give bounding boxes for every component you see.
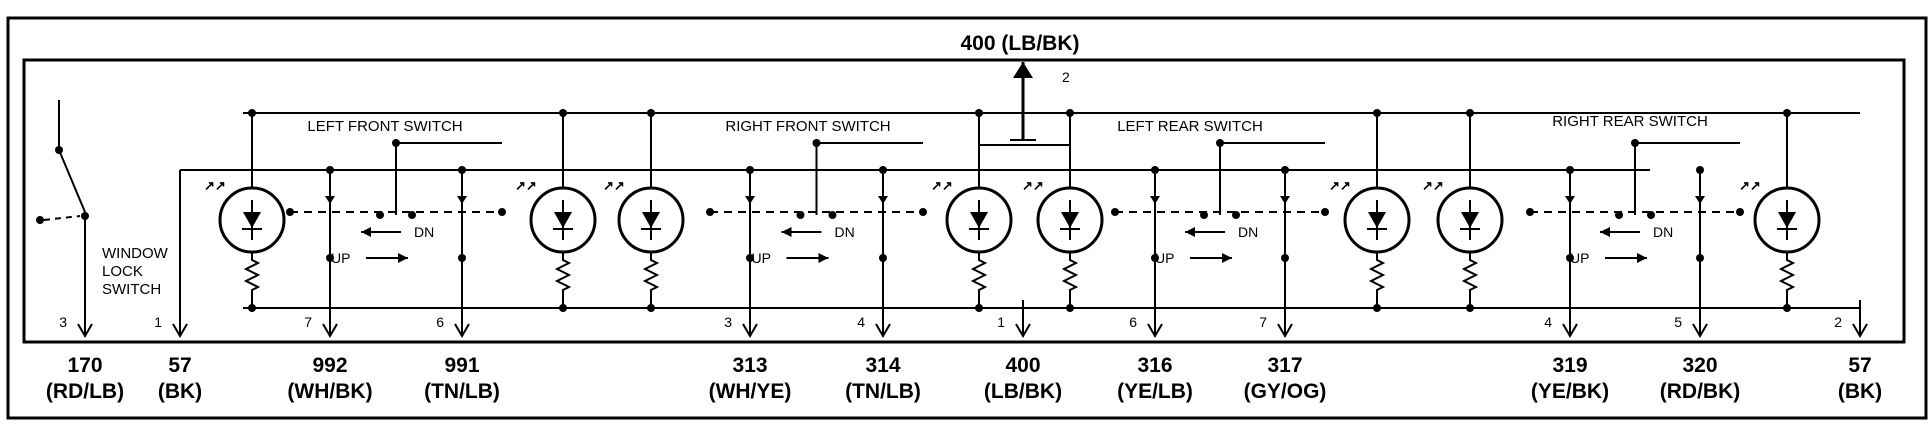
switch-group-4: DN UP — [1526, 139, 1744, 330]
terminal-320: 5 320 (RD/BK) — [1660, 300, 1740, 403]
svg-text:↗↗: ↗↗ — [204, 178, 226, 193]
motor-1: ↗↗ — [204, 109, 286, 312]
window-lock-switch-symbol — [36, 100, 89, 330]
wire-color: (WH/YE) — [709, 380, 792, 403]
wire-color: (TN/LB) — [845, 380, 921, 403]
dn-label: DN — [835, 224, 855, 240]
diagram-title: 400 (LB/BK) — [960, 32, 1079, 55]
wire-color: (TN/LB) — [424, 380, 500, 403]
svg-text:↗↗: ↗↗ — [1329, 178, 1351, 193]
motor-symbols: ↗↗ ↗↗ ↗↗ ↗↗ ↗↗ ↗↗ ↗↗ ↗↗ — [204, 109, 1821, 312]
terminal-316: 6 316 (YE/LB) — [1117, 300, 1193, 403]
wire-color: (WH/BK) — [287, 380, 372, 403]
switch-group-3: DN UP — [1111, 139, 1329, 330]
motor-6: ↗↗ — [1329, 109, 1411, 312]
terminal-pin: 6 — [436, 314, 444, 330]
circuit-number: 57 — [168, 354, 191, 377]
terminal-pin: 1 — [154, 314, 162, 330]
terminal-pin: 4 — [1544, 314, 1552, 330]
circuit-number: 320 — [1682, 354, 1717, 377]
motor-5: ↗↗ — [1022, 109, 1104, 312]
dn-label: DN — [1238, 224, 1258, 240]
motor-7: ↗↗ — [1422, 109, 1504, 312]
motor-3: ↗↗ — [603, 109, 685, 312]
dn-label: DN — [414, 224, 434, 240]
terminal-314: 4 314 (TN/LB) — [845, 300, 921, 403]
wire-color: (BK) — [158, 380, 202, 403]
left-front-switch-label: LEFT FRONT SWITCH — [307, 118, 462, 135]
wire-color: (RD/BK) — [1660, 380, 1740, 403]
circuit-number: 314 — [865, 354, 900, 377]
inner-frame — [22, 58, 1906, 344]
terminal-pin: 7 — [1259, 314, 1267, 330]
circuit-number: 319 — [1552, 354, 1587, 377]
wire-color: (YE/LB) — [1117, 380, 1193, 403]
terminal-991: 6 991 (TN/LB) — [424, 300, 500, 403]
terminal-pin: 6 — [1129, 314, 1137, 330]
window-lock-label-3: SWITCH — [102, 281, 161, 298]
terminal-992: 7 992 (WH/BK) — [287, 300, 373, 403]
terminal-313: 3 313 (WH/YE) — [709, 300, 792, 403]
motor-2: ↗↗ — [515, 109, 597, 312]
wire-color: (LB/BK) — [984, 380, 1062, 403]
svg-text:↗↗: ↗↗ — [515, 178, 537, 193]
terminal-319: 4 319 (YE/BK) — [1531, 300, 1609, 403]
outer-frame — [6, 16, 1928, 420]
svg-text:↗↗: ↗↗ — [1739, 178, 1761, 193]
top-feed-arrow — [1010, 62, 1036, 141]
svg-text:↗↗: ↗↗ — [931, 178, 953, 193]
window-lock-label-1: WINDOW — [102, 245, 169, 262]
svg-text:↗↗: ↗↗ — [1022, 178, 1044, 193]
circuit-number: 313 — [732, 354, 767, 377]
up-label: UP — [331, 250, 350, 266]
terminal-pin: 7 — [304, 314, 312, 330]
circuit-number: 991 — [444, 354, 479, 377]
switch-contacts: DN UP DN UP DN UP DN UP — [286, 139, 1744, 330]
wire-color: (BK) — [1838, 380, 1882, 403]
left-rear-switch-label: LEFT REAR SWITCH — [1117, 118, 1263, 135]
circuit-number: 317 — [1267, 354, 1302, 377]
circuit-number: 992 — [312, 354, 347, 377]
up-label: UP — [1570, 250, 1589, 266]
motor-4: ↗↗ — [931, 109, 1013, 312]
circuit-number: 57 — [1848, 354, 1871, 377]
terminal-57: 2 57 (BK) — [1834, 300, 1882, 403]
circuit-number: 170 — [67, 354, 102, 377]
motor-8: ↗↗ — [1739, 109, 1821, 312]
terminal-pin: 3 — [59, 314, 67, 330]
up-label: UP — [1155, 250, 1174, 266]
right-rear-switch-label: RIGHT REAR SWITCH — [1552, 113, 1708, 130]
terminal-317: 7 317 (GY/OG) — [1244, 300, 1327, 403]
top-pin-label: 2 — [1062, 69, 1070, 85]
switch-group-2: DN UP — [706, 139, 927, 330]
window-lock-label-2: LOCK — [102, 263, 143, 280]
terminal-pin: 4 — [857, 314, 865, 330]
circuit-number: 400 — [1005, 354, 1040, 377]
right-front-switch-label: RIGHT FRONT SWITCH — [725, 118, 890, 135]
svg-text:↗↗: ↗↗ — [1422, 178, 1444, 193]
wire-color: (RD/LB) — [46, 380, 124, 403]
terminal-pin: 3 — [724, 314, 732, 330]
terminal-pin: 2 — [1834, 314, 1842, 330]
terminal-57: 1 57 (BK) — [154, 300, 202, 403]
switch-group-1: DN UP — [286, 139, 506, 330]
terminal-pin: 1 — [997, 314, 1005, 330]
circuit-number: 316 — [1137, 354, 1172, 377]
terminal-pins: 3170(RD/LB)157(BK)7992(WH/BK)6991(TN/LB)… — [46, 300, 1882, 403]
terminal-pin: 5 — [1674, 314, 1682, 330]
up-label: UP — [752, 250, 771, 266]
svg-text:↗↗: ↗↗ — [603, 178, 625, 193]
terminal-400: 1 400 (LB/BK) — [984, 300, 1062, 403]
wire-color: (YE/BK) — [1531, 380, 1609, 403]
dn-label: DN — [1653, 224, 1673, 240]
wire-color: (GY/OG) — [1244, 380, 1327, 403]
